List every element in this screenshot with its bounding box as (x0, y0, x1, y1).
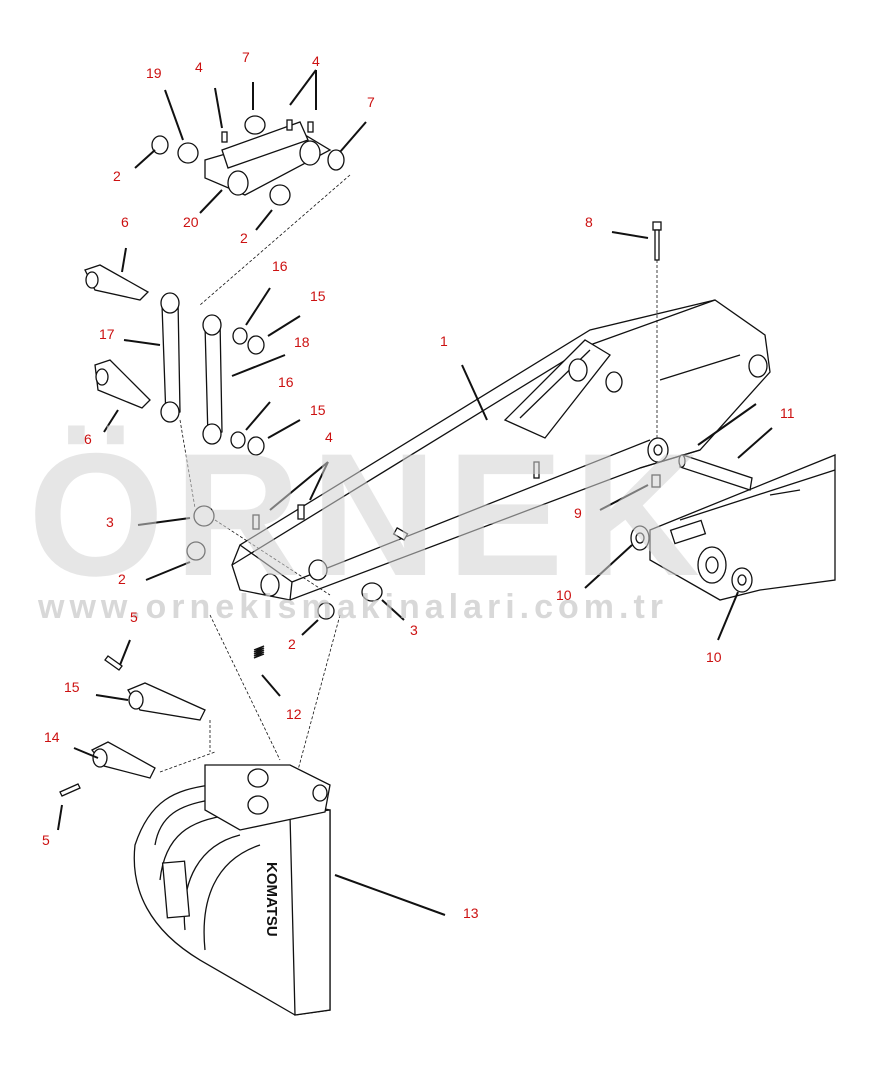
callout-16: 16 (278, 374, 294, 390)
pins-6 (84, 264, 151, 409)
callout-8: 8 (585, 214, 593, 230)
boom-section (649, 454, 836, 601)
callout-3: 3 (106, 514, 114, 530)
callout-12: 12 (286, 706, 302, 722)
callout-6: 6 (84, 431, 92, 447)
callout-4: 4 (195, 59, 203, 75)
callout-19: 19 (146, 65, 162, 81)
callout-15: 15 (310, 288, 326, 304)
pin-15-lower (127, 682, 206, 721)
callout-4: 4 (325, 429, 333, 445)
callout-labels: 1 2 2 2 2 3 3 4 4 4 5 5 6 6 7 7 8 9 10 1… (42, 49, 795, 921)
watermark-brand: ÖRNEK (28, 418, 710, 613)
pin-14 (91, 741, 156, 779)
callout-11: 11 (780, 405, 795, 421)
bolt-8 (652, 221, 662, 440)
callout-6: 6 (121, 214, 129, 230)
callout-14: 14 (44, 729, 60, 745)
callout-13: 13 (463, 905, 479, 921)
callout-3: 3 (410, 622, 418, 638)
callout-7: 7 (367, 94, 375, 110)
callout-18: 18 (294, 334, 310, 350)
callout-16: 16 (272, 258, 288, 274)
callout-2: 2 (113, 168, 121, 184)
callout-15: 15 (64, 679, 80, 695)
grease-fitting-9 (651, 474, 661, 488)
callout-7: 7 (242, 49, 250, 65)
callout-2: 2 (118, 571, 126, 587)
links-17-18 (160, 292, 265, 456)
callout-15: 15 (310, 402, 326, 418)
pin-11 (678, 454, 753, 491)
callout-17: 17 (99, 326, 115, 342)
callout-20: 20 (183, 214, 199, 230)
cotter-pins-5 (59, 655, 123, 797)
leader-lines (57, 69, 773, 916)
callout-4: 4 (312, 53, 320, 69)
callout-9: 9 (574, 505, 582, 521)
callout-2: 2 (288, 636, 296, 652)
bucket-13 (133, 764, 331, 1016)
washers-10 (630, 437, 753, 593)
arm-assembly (231, 299, 771, 601)
watermark-url: www.ornekismakinalari.com.tr (37, 588, 668, 626)
bucket-stamp-text: KOMATSU (263, 862, 280, 937)
callout-5: 5 (130, 609, 138, 625)
spring-12 (253, 645, 265, 659)
callout-10: 10 (706, 649, 722, 665)
callout-5: 5 (42, 832, 50, 848)
callout-1: 1 (440, 333, 448, 349)
link-assembly (151, 115, 345, 206)
callout-2: 2 (240, 230, 248, 246)
callout-10: 10 (556, 587, 572, 603)
bushings-left (186, 504, 383, 620)
